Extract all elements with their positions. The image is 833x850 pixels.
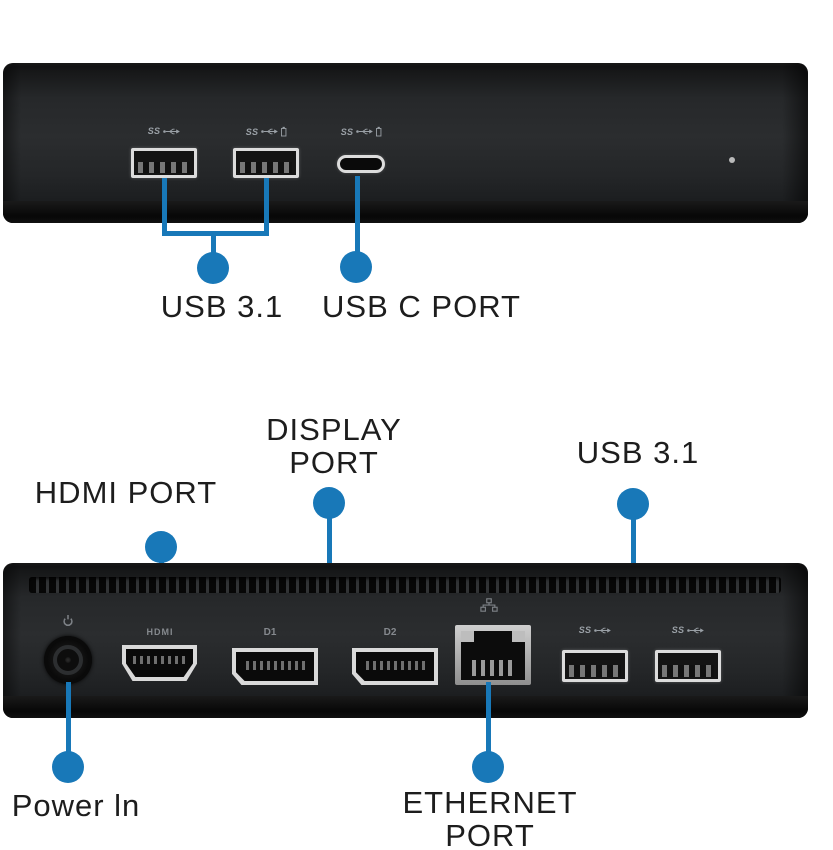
label-ethernet-port: ETHERNET PORT — [390, 786, 590, 850]
callout-line-ethernet — [486, 682, 491, 754]
superspeed-trident-icon — [593, 627, 611, 633]
port-pins — [568, 664, 622, 677]
callout-dot-usbc — [340, 251, 372, 283]
front-base — [3, 201, 808, 223]
label-usb-c-port: USB C PORT — [322, 289, 521, 324]
jack-pin — [65, 657, 71, 663]
usb-superspeed-badge: SS — [672, 625, 705, 635]
callout-dot-displayport — [313, 487, 345, 519]
callout-dot-ethernet — [472, 751, 504, 783]
callout-line-power — [66, 682, 71, 754]
label-usb31-front: USB 3.1 — [160, 289, 284, 324]
back-right-shade — [782, 563, 808, 718]
usb-a-port-front-1 — [131, 148, 197, 178]
ethernet-port — [455, 625, 531, 685]
network-icon — [480, 598, 498, 612]
usb-a-port-back-2 — [655, 650, 721, 682]
power-led — [729, 157, 735, 163]
superspeed-trident-icon — [260, 128, 278, 135]
port-pins — [471, 660, 515, 676]
usb-a-port-front-2 — [233, 148, 299, 178]
label-hdmi-port: HDMI PORT — [34, 475, 218, 510]
callout-dot-hdmi — [145, 531, 177, 563]
battery-icon — [280, 126, 287, 137]
usb-c-port — [337, 155, 385, 173]
callout-dot-power — [52, 751, 84, 783]
back-left-shade — [3, 563, 21, 718]
label-display-port: DISPLAY PORT — [234, 413, 434, 479]
label-display-port-line1: DISPLAY — [266, 412, 402, 447]
usb-a-port-back-1 — [562, 650, 628, 682]
power-icon — [63, 615, 73, 627]
label-power-in: Power ln — [11, 788, 141, 823]
callout-line-usb2 — [264, 178, 269, 236]
port-pins — [132, 655, 187, 664]
callout-stem-displayport — [327, 516, 332, 584]
hdmi-port — [122, 645, 197, 681]
usb-superspeed-charging-badge: SS — [341, 126, 382, 137]
ss-text: SS — [147, 126, 161, 136]
dock-back-view: HDMI D1 D2 SS — [3, 563, 808, 718]
power-in-jack — [44, 636, 92, 684]
usb-superspeed-badge: SS — [148, 126, 181, 136]
vent-grille — [29, 577, 781, 593]
callout-line-usb1 — [162, 178, 167, 236]
rj45-tab — [461, 631, 474, 642]
callout-line-usbc — [355, 176, 360, 256]
port-pins — [137, 161, 191, 174]
displayport-2-badge: D2 — [383, 627, 397, 638]
usb-superspeed-badge: SS — [579, 625, 612, 635]
port-pins — [661, 664, 715, 677]
front-right-shade — [782, 63, 808, 223]
callout-dot-usb31-front — [197, 252, 229, 284]
callout-stem-usb-back — [631, 518, 636, 588]
dock-front-view: SS SS SS — [3, 63, 808, 223]
label-ethernet-line2: PORT — [445, 818, 535, 850]
label-display-port-line2: PORT — [289, 445, 379, 480]
port-pins — [239, 161, 293, 174]
ss-text: SS — [578, 625, 592, 635]
rj45-tab — [512, 631, 525, 642]
superspeed-trident-icon — [355, 128, 373, 135]
port-pins — [245, 661, 308, 671]
displayport-2 — [352, 648, 438, 685]
label-ethernet-line1: ETHERNET — [402, 785, 578, 820]
ss-text: SS — [245, 126, 259, 137]
battery-icon — [375, 126, 382, 137]
port-pins — [365, 661, 428, 671]
displayport-1-badge: D1 — [263, 627, 277, 638]
ss-text: SS — [671, 625, 685, 635]
superspeed-trident-icon — [686, 627, 704, 633]
ss-text: SS — [340, 126, 354, 137]
front-left-shade — [3, 63, 21, 223]
callout-dot-usb31-back — [617, 488, 649, 520]
superspeed-trident-icon — [162, 128, 180, 134]
callout-stem-usb — [211, 231, 216, 257]
usb-superspeed-charging-badge: SS — [246, 126, 287, 137]
back-base — [3, 696, 808, 718]
label-usb31-back: USB 3.1 — [576, 435, 700, 470]
hdmi-badge: HDMI — [146, 627, 174, 637]
displayport-1 — [232, 648, 318, 685]
